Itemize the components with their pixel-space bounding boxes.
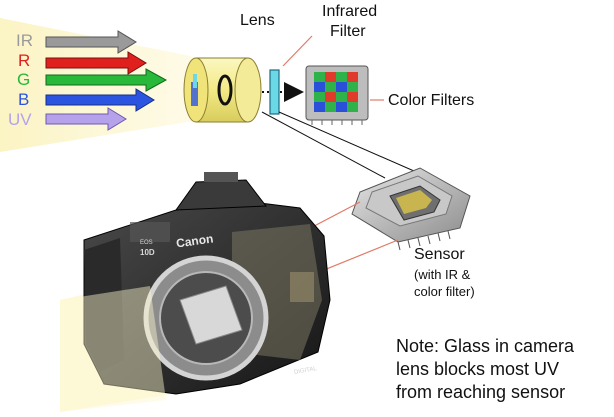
g-arrow [45,68,168,92]
lens-iris [217,74,233,106]
camera-prism-hood [174,179,267,211]
infrared-filter [269,69,280,115]
note-line-1: Note: Glass in camera [396,336,575,356]
color-filter-chip [305,65,369,125]
infrared-filter-label-1: Infrared [322,3,378,20]
camera-lcd-area [290,272,314,302]
camera-body [83,172,331,395]
bayer-grid [314,72,358,112]
b-arrow [45,88,155,112]
band-label-g: G [17,70,31,89]
band-label-r: R [18,51,31,70]
lens-element-cyan [193,74,197,88]
note-line-3: from reaching sensor [396,382,566,402]
mirror [179,285,243,345]
color-filters-label: Color Filters [388,92,475,109]
uv-arrow [45,107,127,131]
sensor-label: Sensor [414,246,465,263]
band-arrows [45,30,168,131]
band-label-uv: UV [8,110,32,129]
lens [183,57,262,123]
band-label-ir: IR [16,31,33,50]
camera-grip [84,238,124,372]
sensor-note-2: color filter) [414,284,475,299]
band-label-b: B [18,90,30,109]
lens-label: Lens [240,12,275,29]
camera-model-2: 10D [140,248,155,257]
camera-model-1: EOS [140,240,153,246]
camera-hotshoe [204,172,238,182]
ir-filter-pointer [282,35,313,67]
r-arrow [45,51,147,75]
zoom-line-2 [278,111,431,179]
zoom-line-1 [261,111,386,179]
note-line-2: lens blocks most UV [396,359,560,379]
infrared-filter-label-2: Filter [330,23,366,40]
sensor-note-1: (with IR & [414,267,471,282]
lens-element-blue [191,82,198,106]
light-beam-front [60,286,166,412]
camera-top-plate [130,222,170,242]
ir-arrow [45,30,137,54]
sensor-module [351,167,471,251]
